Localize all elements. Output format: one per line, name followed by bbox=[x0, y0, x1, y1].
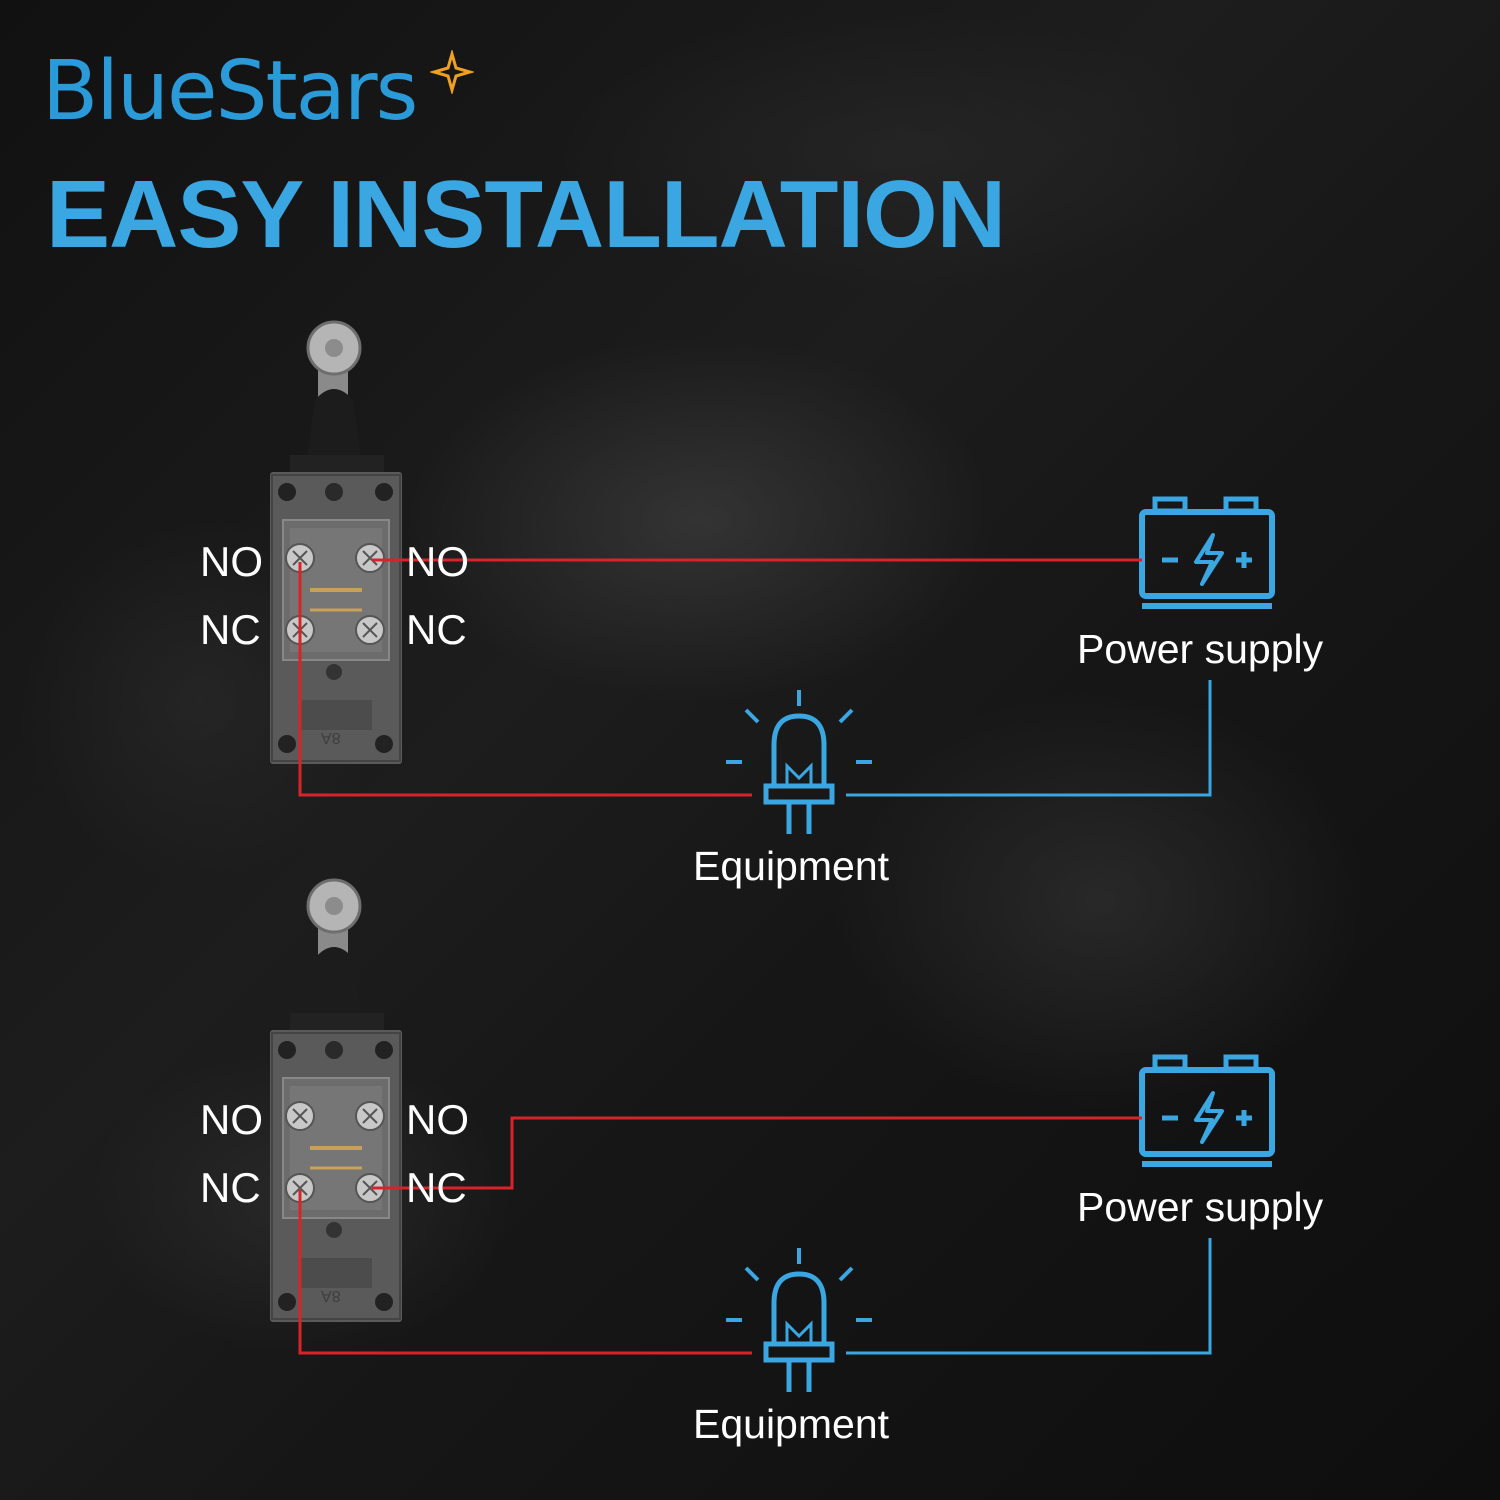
led-bulb-icon bbox=[726, 690, 872, 834]
switch-marking: 8A bbox=[321, 729, 341, 746]
terminal-label-no-left: NO bbox=[200, 1096, 263, 1143]
power-supply-label: Power supply bbox=[1077, 1184, 1324, 1230]
red-wire-top bbox=[372, 1116, 1142, 1190]
terminal-label-no-left: NO bbox=[200, 538, 263, 585]
equipment-label: Equipment bbox=[693, 843, 890, 889]
terminal-label-no-right: NO bbox=[406, 1096, 469, 1143]
power-supply-label: Power supply bbox=[1077, 626, 1324, 672]
blue-wire bbox=[846, 680, 1212, 797]
terminal-label-no-right: NO bbox=[406, 538, 469, 585]
brand-logo: BlueStars bbox=[42, 44, 418, 139]
terminal-label-nc-right: NC bbox=[406, 606, 467, 653]
terminal-label-nc-left: NC bbox=[200, 1164, 261, 1211]
led-bulb-icon bbox=[726, 1248, 872, 1392]
diagram-1 bbox=[268, 320, 1272, 834]
battery-icon bbox=[1142, 499, 1272, 606]
switch-marking: 8A bbox=[321, 1287, 341, 1304]
terminal-label-nc-left: NC bbox=[200, 606, 261, 653]
diagram-2 bbox=[268, 878, 1272, 1392]
page-heading: EASY INSTALLATION bbox=[46, 161, 1006, 268]
terminal-label-nc-right: NC bbox=[406, 1164, 467, 1211]
red-wire-bottom bbox=[298, 562, 752, 797]
limit-switch-image bbox=[268, 878, 404, 1324]
red-wire-bottom bbox=[298, 1190, 752, 1355]
blue-wire bbox=[846, 1238, 1212, 1355]
equipment-label: Equipment bbox=[693, 1401, 890, 1447]
limit-switch-image bbox=[268, 320, 404, 766]
battery-icon bbox=[1142, 1057, 1272, 1164]
star-icon bbox=[430, 50, 474, 94]
